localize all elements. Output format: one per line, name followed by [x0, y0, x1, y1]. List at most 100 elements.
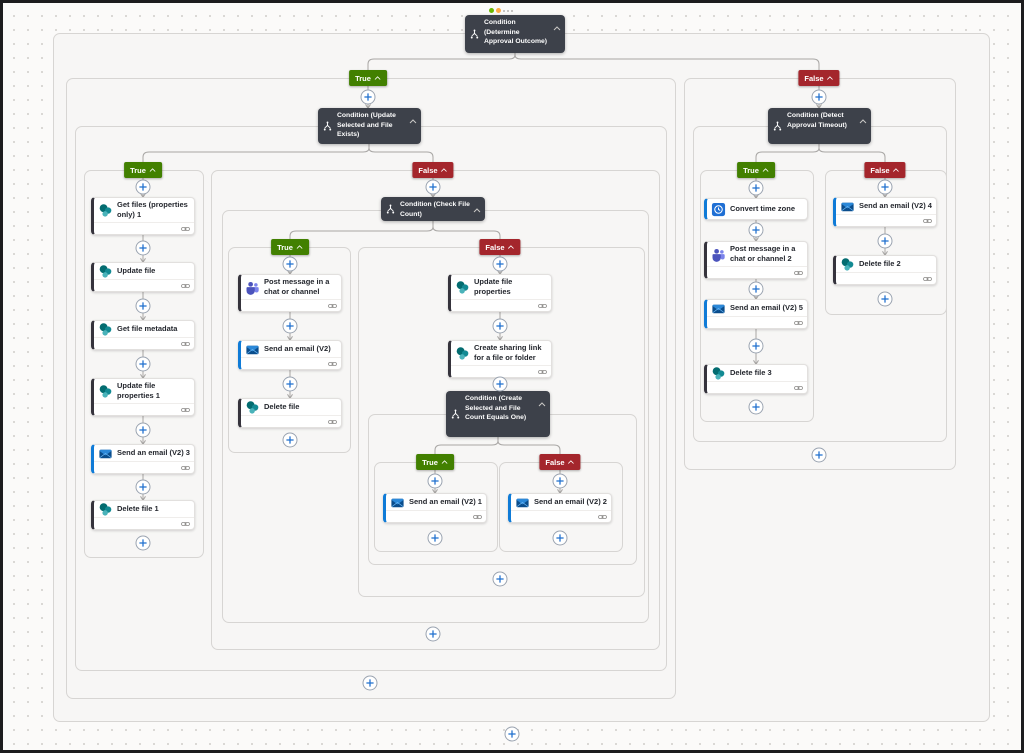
action-title: Update file	[117, 266, 156, 276]
chevron-up-icon	[441, 460, 448, 464]
insert-step-button[interactable]	[427, 530, 443, 546]
insert-step-button[interactable]	[427, 473, 443, 489]
badge-false-check-count[interactable]: False	[479, 239, 521, 255]
chevron-up-icon	[149, 168, 156, 172]
insert-step-button[interactable]	[552, 530, 568, 546]
action-update-file-properties-1[interactable]: Update file properties 1	[91, 378, 195, 416]
chevron-up-icon[interactable]	[409, 111, 418, 141]
insert-step-button[interactable]	[135, 179, 151, 195]
insert-step-button[interactable]	[135, 422, 151, 438]
chevron-up-icon[interactable]	[538, 394, 547, 434]
action-update-file-properties[interactable]: Update file properties	[448, 274, 552, 312]
action-create-sharing-link[interactable]: Create sharing link for a file or folder	[448, 340, 552, 378]
insert-step-button[interactable]	[282, 318, 298, 334]
badge-false-main[interactable]: False	[798, 70, 840, 86]
insert-step-button[interactable]	[811, 447, 827, 463]
insert-step-button[interactable]	[135, 479, 151, 495]
insert-step-button[interactable]	[877, 291, 893, 307]
action-title: Update file properties 1	[117, 381, 160, 400]
insert-step-button[interactable]	[135, 298, 151, 314]
insert-step-button[interactable]	[748, 281, 764, 297]
action-send-email-v2-1[interactable]: Send an email (V2) 1	[383, 493, 487, 523]
action-post-message-chat-channel[interactable]: Post message in a chat or channel	[238, 274, 342, 312]
insert-step-button[interactable]	[425, 179, 441, 195]
chevron-up-icon[interactable]	[553, 18, 562, 50]
badge-label: True	[130, 165, 146, 175]
link-icon	[181, 283, 190, 288]
action-title: Delete file	[264, 402, 300, 412]
action-send-email-v2-2[interactable]: Send an email (V2) 2	[508, 493, 612, 523]
insert-step-button[interactable]	[492, 571, 508, 587]
action-update-file[interactable]: Update file	[91, 262, 195, 292]
insert-step-button[interactable]	[877, 233, 893, 249]
badge-false-detect-timeout[interactable]: False	[864, 162, 906, 178]
action-send-email-v2-3[interactable]: Send an email (V2) 3	[91, 444, 195, 474]
insert-step-button[interactable]	[492, 318, 508, 334]
chevron-up-icon[interactable]	[859, 111, 868, 141]
link-icon	[328, 419, 337, 424]
condition-card-determine-approval-outcome[interactable]: Condition (Determine Approval Outcome)	[465, 15, 565, 53]
teams-icon	[246, 281, 259, 295]
condition-title: Condition (Check File Count)	[400, 201, 470, 218]
chevron-up-icon	[508, 245, 515, 249]
insert-step-button[interactable]	[282, 432, 298, 448]
action-title: Delete file 3	[730, 368, 772, 378]
badge-label: True	[743, 165, 759, 175]
badge-label: False	[804, 73, 824, 83]
badge-true-detect-timeout[interactable]: True	[737, 162, 775, 178]
insert-step-button[interactable]	[282, 256, 298, 272]
sharepoint-icon	[99, 203, 112, 217]
action-title: Convert time zone	[730, 204, 796, 214]
status-dot-gray	[503, 9, 505, 12]
insert-step-button[interactable]	[135, 535, 151, 551]
action-delete-file[interactable]: Delete file	[238, 398, 342, 428]
sharepoint-icon	[99, 384, 112, 398]
link-icon	[794, 270, 803, 275]
badge-true-create-selected[interactable]: True	[416, 454, 454, 470]
action-title: Update file properties	[474, 277, 513, 296]
insert-step-button[interactable]	[135, 356, 151, 372]
badge-true-check-count[interactable]: True	[271, 239, 309, 255]
link-icon	[923, 276, 932, 281]
insert-step-button[interactable]	[504, 726, 520, 742]
badge-false-update-selected[interactable]: False	[412, 162, 454, 178]
insert-step-button[interactable]	[492, 256, 508, 272]
condition-card-detect-approval-timeout[interactable]: Condition (Detect Approval Timeout)	[768, 108, 871, 144]
action-send-email-v2[interactable]: Send an email (V2)	[238, 340, 342, 370]
insert-step-button[interactable]	[748, 180, 764, 196]
condition-card-create-selected-count-one[interactable]: Condition (Create Selected and File Coun…	[446, 391, 550, 437]
action-title: Get files (properties only) 1	[117, 200, 188, 219]
insert-step-button[interactable]	[877, 179, 893, 195]
action-send-email-v2-5[interactable]: Send an email (V2) 5	[704, 299, 808, 329]
link-icon	[181, 521, 190, 526]
insert-step-button[interactable]	[360, 89, 376, 105]
action-delete-file-3[interactable]: Delete file 3	[704, 364, 808, 394]
insert-step-button[interactable]	[552, 473, 568, 489]
badge-true-update-selected[interactable]: True	[124, 162, 162, 178]
action-delete-file-1[interactable]: Delete file 1	[91, 500, 195, 530]
action-convert-time-zone[interactable]: Convert time zone	[704, 198, 808, 220]
badge-false-create-selected[interactable]: False	[539, 454, 581, 470]
insert-step-button[interactable]	[425, 626, 441, 642]
insert-step-button[interactable]	[748, 338, 764, 354]
badge-true-main[interactable]: True	[349, 70, 387, 86]
chevron-up-icon[interactable]	[473, 200, 482, 218]
action-get-files-properties-only-1[interactable]: Get files (properties only) 1	[91, 197, 195, 235]
insert-step-button[interactable]	[362, 675, 378, 691]
outlook-icon	[516, 498, 529, 507]
action-send-email-v2-4[interactable]: Send an email (V2) 4	[833, 197, 937, 227]
insert-step-button[interactable]	[811, 89, 827, 105]
sharepoint-icon	[456, 280, 469, 294]
insert-step-button[interactable]	[748, 222, 764, 238]
insert-step-button[interactable]	[282, 376, 298, 392]
action-post-message-chat-channel-2[interactable]: Post message in a chat or channel 2	[704, 241, 808, 279]
insert-step-button[interactable]	[748, 399, 764, 415]
action-delete-file-2[interactable]: Delete file 2	[833, 255, 937, 285]
teams-icon	[712, 248, 725, 262]
condition-card-update-selected-file-exists[interactable]: Condition (Update Selected and File Exis…	[318, 108, 421, 144]
link-icon	[181, 407, 190, 412]
action-get-file-metadata[interactable]: Get file metadata	[91, 320, 195, 350]
condition-card-check-file-count[interactable]: Condition (Check File Count)	[381, 197, 485, 221]
insert-step-button[interactable]	[492, 376, 508, 392]
insert-step-button[interactable]	[135, 240, 151, 256]
